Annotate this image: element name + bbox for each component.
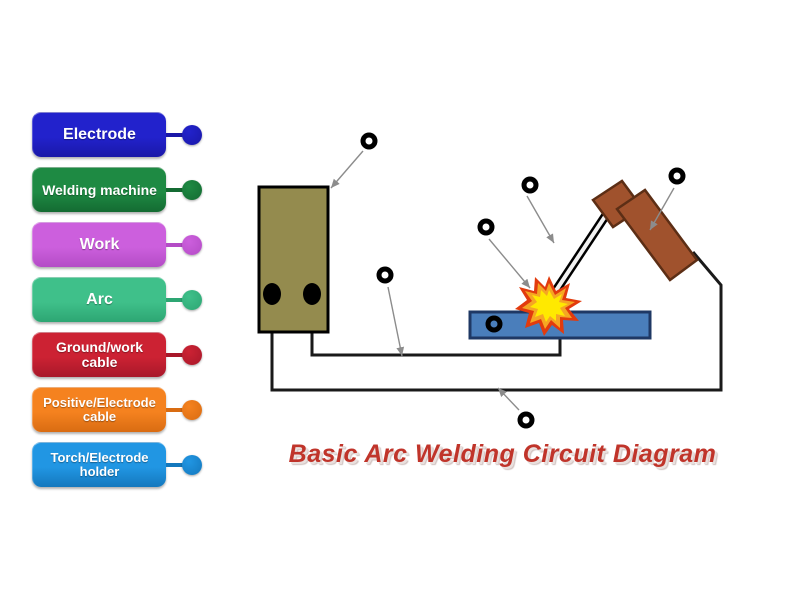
terminal-negative (263, 283, 281, 305)
welding-machine-target[interactable] (360, 132, 378, 150)
label-chip-text: Work (79, 235, 120, 253)
terminal-positive (303, 283, 321, 305)
label-connector-knob-positive-electrode-cable[interactable] (182, 400, 202, 420)
label-connector-knob-ground-work-cable[interactable] (182, 345, 202, 365)
label-connector-knob-arc[interactable] (182, 290, 202, 310)
drop-targets (360, 132, 686, 429)
label-chip-positive-electrode-cable[interactable]: Positive/Electrode cable (32, 387, 166, 432)
ground-work-cable (310, 293, 562, 357)
positive-cable-target[interactable] (517, 411, 535, 429)
torch-electrode-holder (591, 179, 699, 282)
label-chip-torch-electrode-holder[interactable]: Torch/Electrode holder (32, 442, 166, 487)
label-connector-stem-electrode (166, 133, 188, 137)
electrode-rod (545, 212, 610, 304)
label-chip-text: Ground/work cable (55, 339, 144, 370)
page-title: Basic Arc Welding Circuit Diagram (288, 440, 717, 468)
label-connector-knob-welding-machine[interactable] (182, 180, 202, 200)
label-connector-stem-welding-machine (166, 188, 188, 192)
label-connector-stem-arc (166, 298, 188, 302)
label-connector-knob-work[interactable] (182, 235, 202, 255)
label-connector-stem-positive-electrode-cable (166, 408, 188, 412)
label-chip-text: Arc (86, 290, 113, 308)
label-connector-stem-work (166, 243, 188, 247)
work-target[interactable] (485, 315, 503, 333)
label-chip-text: Torch/Electrode holder (50, 450, 149, 479)
label-chip-ground-work-cable[interactable]: Ground/work cable (32, 332, 166, 377)
label-chip-text: Electrode (63, 125, 136, 143)
label-connector-stem-torch-electrode-holder (166, 463, 188, 467)
label-chip-electrode[interactable]: Electrode (32, 112, 166, 157)
label-connector-knob-torch-electrode-holder[interactable] (182, 455, 202, 475)
electrode-target[interactable] (521, 176, 539, 194)
label-connector-stem-ground-work-cable (166, 353, 188, 357)
label-chip-text: Positive/Electrode cable (43, 395, 156, 424)
label-chip-text: Welding machine (42, 181, 157, 198)
ground-cable-target[interactable] (376, 266, 394, 284)
torch-target[interactable] (668, 167, 686, 185)
arc-target[interactable] (477, 218, 495, 236)
welding-arc (515, 276, 582, 336)
welding-machine-body (257, 185, 330, 334)
label-connector-knob-electrode[interactable] (182, 125, 202, 145)
label-chip-arc[interactable]: Arc (32, 277, 166, 322)
label-chip-welding-machine[interactable]: Welding machine (32, 167, 166, 212)
label-chip-work[interactable]: Work (32, 222, 166, 267)
